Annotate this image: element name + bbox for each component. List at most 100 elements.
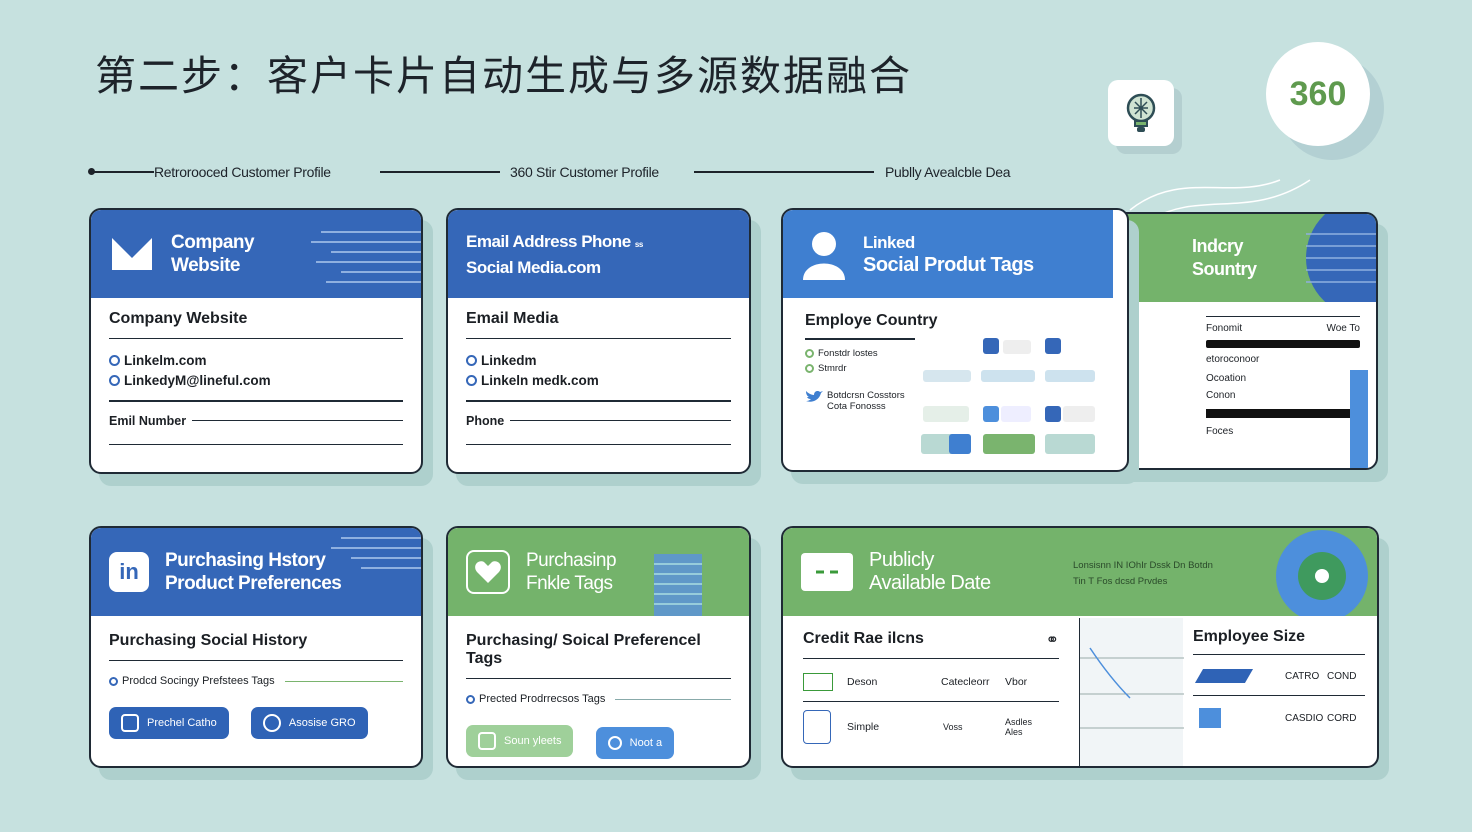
tab-row-value: Woe To — [1326, 323, 1360, 334]
header-line-1: Indcry — [1192, 236, 1244, 256]
linked-social-card[interactable]: Linked Social Produt Tags Employe Countr… — [781, 208, 1129, 472]
row-label: Deson — [847, 676, 878, 688]
item-label: Fonstdr lostes — [818, 347, 878, 359]
prechel-catho-button[interactable]: Prechel Catho — [109, 707, 229, 739]
header-small: ss — [634, 239, 643, 249]
card-header: Company Website — [91, 210, 421, 298]
grid-icon — [478, 732, 496, 750]
tab-row-label: Foces — [1206, 426, 1234, 437]
header-line-2: Available Date — [869, 572, 991, 594]
timeline-label-3: Publly Avealcble Dea — [885, 164, 1011, 180]
header-line-2: Website — [171, 255, 241, 276]
right-value: CASDIO — [1285, 712, 1324, 724]
header-line-1: Company — [171, 232, 255, 253]
row-label: Prected Prodrrecsos Tags — [479, 693, 606, 705]
timeline-label-2: 360 Stir Customer Profile — [510, 164, 659, 180]
bullet-icon — [805, 363, 814, 373]
stripes-decoration — [311, 231, 421, 283]
card-header: Indcry Sountry — [1102, 214, 1376, 302]
building-icon — [654, 554, 702, 616]
target-icon — [1276, 530, 1368, 616]
bullet-icon — [109, 676, 118, 686]
linkedin-url[interactable]: Linkelm.com — [124, 353, 207, 368]
stripes-decoration — [331, 537, 421, 569]
contact-info-card[interactable]: Email Address Phone ss Social Media.com … — [446, 208, 751, 474]
row-value: Vbor — [1005, 676, 1028, 688]
linkedin-value[interactable]: Linkedm — [481, 353, 537, 368]
strip-text-2: Tin T Fos dcsd Prvdes — [1073, 576, 1168, 587]
chart-icon — [803, 673, 833, 691]
row-value: Catecleorr — [941, 676, 990, 688]
progress-bar — [1206, 340, 1360, 348]
field-label: Emil Number — [109, 413, 187, 428]
profile-timeline: Retrorooced Customer Profile 360 Stir Cu… — [88, 160, 1028, 184]
connector-curves — [1129, 179, 1311, 221]
card-header: Email Address Phone ss Social Media.com — [448, 210, 749, 298]
bullet-icon — [805, 348, 814, 358]
linkedin-icon: in — [109, 552, 149, 592]
section-title: Purchasing/ Soical Preferencel Tags — [466, 632, 731, 679]
timeline-label-1: Retrorooced Customer Profile — [154, 164, 331, 180]
row-value: Voss — [943, 722, 963, 732]
twitter-icon — [806, 390, 823, 402]
heart-icon — [466, 550, 510, 594]
row-label: Simple — [847, 721, 880, 733]
envelope-icon — [109, 231, 155, 277]
email-value[interactable]: LinkedyM@lineful.com — [124, 373, 271, 388]
header-line-1: Purchasinp — [526, 550, 617, 571]
timeline-start-dot — [88, 168, 95, 175]
card-header: Linked Social Produt Tags — [783, 210, 1113, 298]
section-title: Email Media — [466, 310, 731, 339]
bullet-icon — [466, 375, 477, 386]
header-line-2: Fnkle Tags — [526, 573, 613, 594]
section-title: Purchasing Social History — [109, 632, 403, 661]
soun-yleets-button[interactable]: Soun yleets — [466, 725, 574, 757]
card-header: Publicly Available Date Lonsisnn IN IOhI… — [783, 528, 1377, 616]
gear-icon — [607, 736, 622, 750]
company-website-card[interactable]: Company Website Company Website Linkelm.… — [89, 208, 423, 474]
bar-icon — [1194, 669, 1254, 683]
purchasing-tags-card[interactable]: Purchasinp Fnkle Tags Purchasing/ Soical… — [446, 526, 751, 768]
user-icon — [801, 231, 847, 280]
public-data-card[interactable]: Publicly Available Date Lonsisnn IN IOhI… — [781, 526, 1379, 768]
square-icon — [1199, 708, 1221, 728]
lightbulb-icon — [1126, 93, 1156, 132]
link-icon[interactable]: ⚭ — [1045, 632, 1059, 649]
purchasing-history-card[interactable]: in Purchasing Hstory Product Preferences… — [89, 526, 423, 768]
right-value: CATRO — [1285, 670, 1320, 682]
header-line-1: Publicly — [869, 549, 934, 571]
right-value: CORD — [1327, 712, 1357, 724]
card-header: in Purchasing Hstory Product Preferences — [91, 528, 421, 616]
asosise-gro-button[interactable]: Asosise GRO — [250, 707, 368, 739]
header-line-2: Sountry — [1192, 259, 1257, 279]
item-label: Botdcrsn Cosstors — [827, 389, 905, 401]
noot-a-button[interactable]: Noot a — [595, 727, 675, 759]
row-value: Asdles Ales — [1005, 717, 1033, 737]
item-label: Cota Fonosss — [827, 400, 886, 412]
right-title: Employee Size — [1193, 628, 1365, 655]
lightbulb-badge — [1108, 80, 1174, 146]
right-value: COND — [1327, 670, 1357, 682]
linkedin-email[interactable]: Linkeln medk.com — [481, 373, 599, 388]
header-line-2: Social Media.com — [466, 257, 601, 277]
tab-row-label: Ocoation — [1206, 373, 1247, 384]
section-title: Employe Country — [805, 312, 938, 329]
page-title: 第二步：客户卡片自动生成与多源数据融合 — [95, 52, 912, 100]
bullet-icon — [109, 355, 120, 366]
vertical-bar — [1350, 370, 1368, 468]
bullet-icon — [466, 694, 475, 704]
user-card-icon — [803, 710, 831, 744]
chat-icon — [801, 553, 853, 591]
progress-bar — [1206, 409, 1356, 418]
header-line-2: Social Produt Tags — [863, 254, 1034, 276]
box-icon — [121, 714, 139, 732]
card-header: Purchasinp Fnkle Tags — [448, 528, 749, 616]
360-badge: 360 — [1266, 42, 1370, 146]
field-label: Phone — [466, 413, 505, 428]
section-title: Company Website — [109, 310, 403, 339]
tab-row-label: Fonomit — [1206, 323, 1243, 334]
globe-decoration — [1306, 214, 1376, 302]
cloud-icon — [262, 714, 281, 732]
header-line-1: Linked — [863, 233, 915, 252]
